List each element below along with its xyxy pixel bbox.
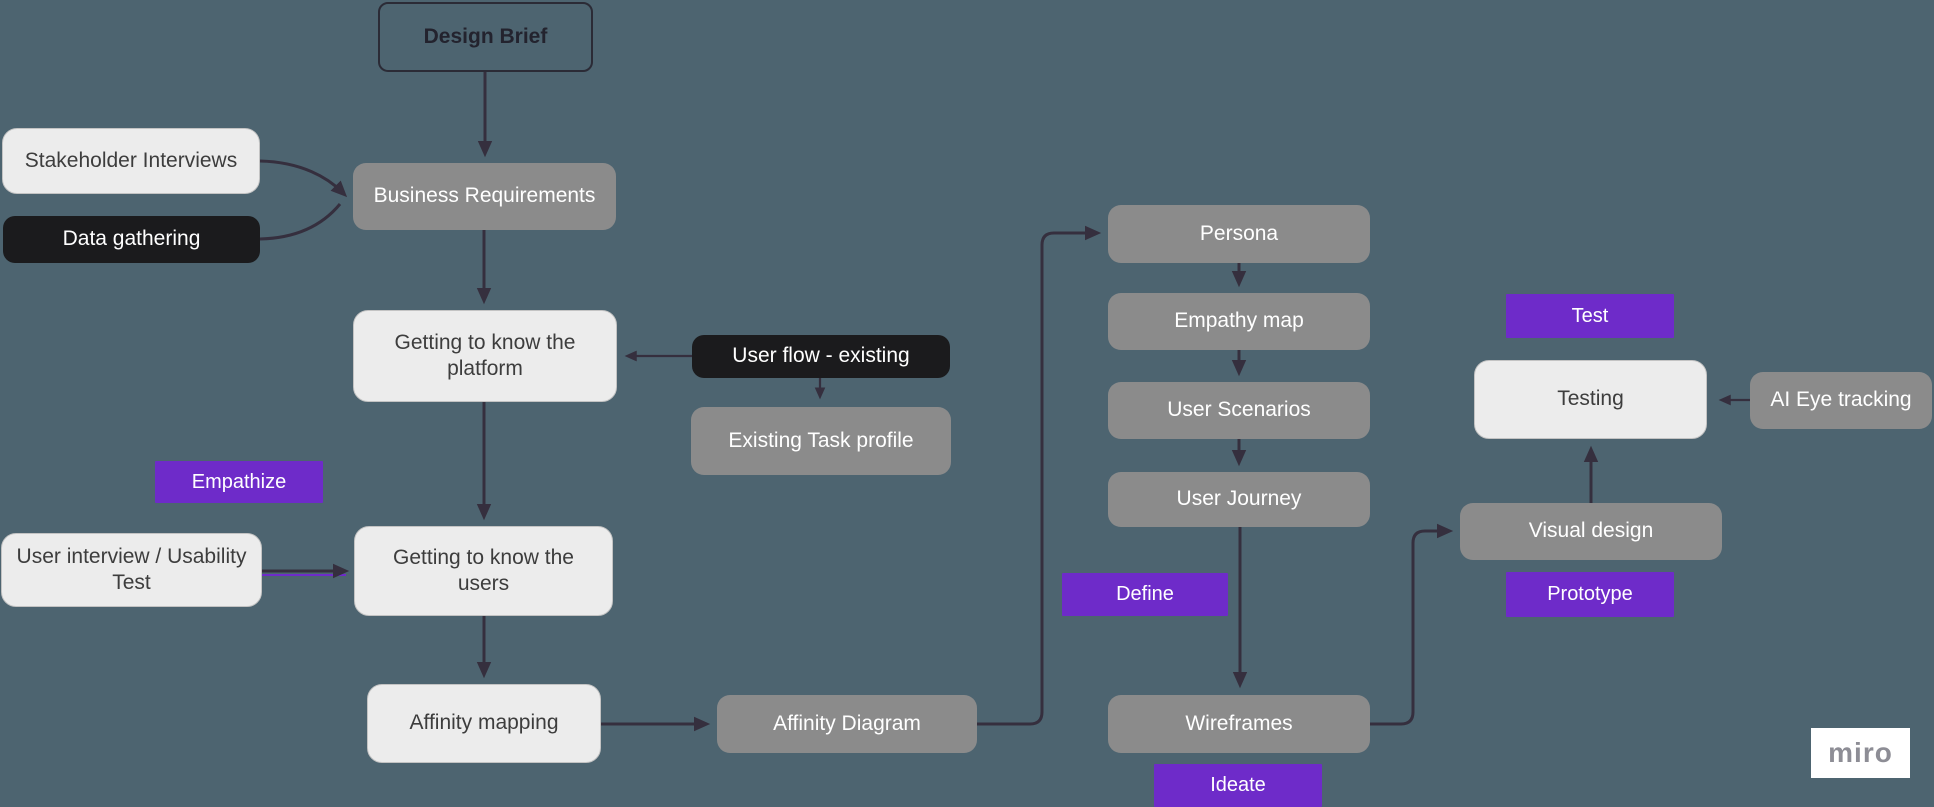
user-journey[interactable]: User Journey — [1108, 472, 1370, 527]
persona[interactable]: Persona — [1108, 205, 1370, 263]
affinity-mapping[interactable]: Affinity mapping — [367, 684, 601, 763]
test-tag[interactable]: Test — [1506, 294, 1674, 338]
affinity-diagram[interactable]: Affinity Diagram — [717, 695, 977, 753]
getting-to-know-the-users[interactable]: Getting to know the users — [354, 526, 613, 616]
user-interview-usability-test[interactable]: User interview / Usability Test — [1, 533, 262, 607]
arrow-stakeholder-interviews-to-business-requirements[interactable] — [259, 159, 348, 198]
ideate-tag[interactable]: Ideate — [1154, 764, 1322, 807]
testing[interactable]: Testing — [1474, 360, 1707, 439]
user-scenarios[interactable]: User Scenarios — [1108, 382, 1370, 439]
visual-design[interactable]: Visual design — [1460, 503, 1722, 560]
business-requirements[interactable]: Business Requirements — [353, 163, 616, 230]
prototype-tag[interactable]: Prototype — [1506, 572, 1674, 617]
link-data-gathering-to-business-requirements[interactable] — [259, 203, 342, 241]
arrow-wireframes-to-visual-design[interactable] — [1370, 523, 1454, 726]
stakeholder-interviews[interactable]: Stakeholder Interviews — [2, 128, 260, 194]
existing-task-profile[interactable]: Existing Task profile — [691, 407, 951, 475]
getting-to-know-the-platform[interactable]: Getting to know the platform — [353, 310, 617, 402]
miro-watermark[interactable]: miro — [1811, 728, 1910, 778]
ai-eye-tracking[interactable]: AI Eye tracking — [1750, 372, 1932, 429]
empathize-tag[interactable]: Empathize — [155, 461, 323, 503]
define-tag[interactable]: Define — [1062, 573, 1228, 616]
arrow-affinity-diagram-to-persona[interactable] — [977, 225, 1102, 726]
data-gathering[interactable]: Data gathering — [3, 216, 260, 263]
design-brief[interactable]: Design Brief — [378, 2, 593, 72]
user-flow-existing[interactable]: User flow - existing — [692, 335, 950, 378]
wireframes[interactable]: Wireframes — [1108, 695, 1370, 753]
empathy-map[interactable]: Empathy map — [1108, 293, 1370, 350]
